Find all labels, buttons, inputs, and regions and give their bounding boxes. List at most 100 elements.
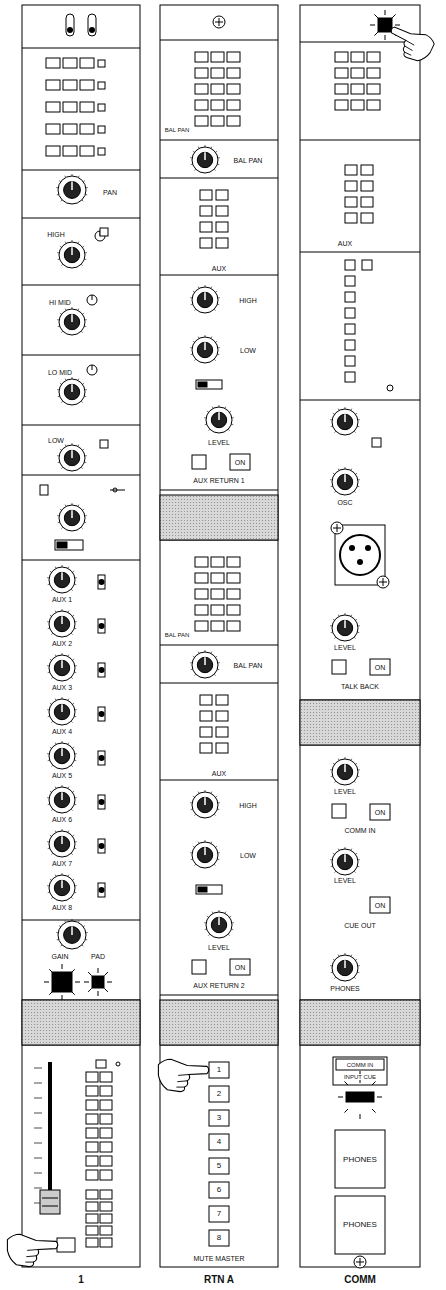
panel-line [51,897,52,898]
panel-line [71,809,72,810]
panel-line [193,846,195,847]
push-button [211,573,224,583]
push-button [100,1202,112,1211]
panel-line [358,859,360,860]
panel-line [372,1081,376,1085]
panel-line [61,527,62,528]
panel-line [350,615,352,617]
panel-line [350,469,352,471]
push-button [96,1060,106,1068]
panel-line [92,295,93,300]
panel-line [205,424,207,426]
panel-line [77,309,79,311]
panel-label: 8 [216,1234,222,1242]
panel-line [75,797,77,798]
panel-label: AUX RETURN 2 [192,982,245,989]
push-button [195,605,208,615]
knob-cap [54,572,69,587]
trim-knob [87,365,97,375]
panel-line [350,955,352,957]
panel-label: 1 [77,1275,85,1285]
panel-line [331,486,333,488]
panel-line [73,615,75,616]
panel-line [67,699,69,701]
push-button [100,1156,112,1166]
knob-cap [54,660,69,675]
panel-line [191,859,193,861]
push-button [335,68,348,78]
panel-line [344,414,346,422]
channel-strip [300,5,420,1267]
panel-line [61,264,62,265]
panel-line [212,407,214,409]
panel-line [75,665,77,666]
push-button [216,222,228,232]
push-button [209,1110,229,1126]
push-button [345,372,355,382]
panel-line [219,910,220,912]
knob-cap [64,450,79,465]
panel-line [74,848,76,850]
push-button [345,356,355,366]
panel-line [75,982,80,983]
panel-line [81,331,82,332]
panel-line [357,972,359,974]
panel-line [344,960,346,968]
panel-label: 4 [216,1138,222,1146]
panel-line [104,988,108,992]
screw [331,522,343,534]
slide-knob [99,667,105,673]
panel-line [208,429,209,430]
slide-knob [99,755,105,761]
knob-cap [64,384,79,399]
knob-skirt [206,912,232,938]
panel-line [48,804,50,806]
push-button [370,804,390,820]
panel-line [207,411,209,412]
panel-line [205,790,206,792]
push-button [345,276,355,286]
push-button [200,238,212,248]
push-button [86,1114,98,1124]
panel-label: BAL PAN [233,662,264,669]
panel-line [34,1143,42,1144]
panel-line [193,796,195,797]
push-button [361,213,373,223]
panel-line [72,377,73,379]
panel-line [61,792,63,800]
slide-knob [99,711,105,717]
panel-line [81,264,82,265]
panel-line [190,297,192,298]
push-button [100,1238,112,1247]
panel-line [72,443,73,445]
panel-line [344,1109,348,1113]
panel-line [358,419,360,420]
panel-line [354,977,355,978]
push-button [351,52,364,62]
panel-line [205,335,206,337]
panel-line [300,140,420,141]
knob-skirt [49,831,75,857]
panel-line [55,743,57,745]
panel-line [85,515,87,516]
panel-line [300,252,420,253]
panel-label: AUX [211,770,227,777]
panel-line [75,885,77,886]
panel-line [217,809,219,811]
panel-line [224,407,226,409]
panel-line [51,677,52,678]
panel-line [330,965,332,966]
xlr-housing [335,525,385,585]
panel-line [104,972,108,976]
panel-line [64,176,66,178]
panel-line [338,1097,343,1098]
panel-line [57,455,59,456]
knob-skirt [58,921,86,949]
panel-line [205,285,206,287]
panel-line [34,1173,42,1174]
panel-line [47,841,49,842]
panel-line [48,892,50,894]
xlr-pin [357,559,363,565]
panel-line [82,945,83,946]
push-button [100,1128,112,1138]
